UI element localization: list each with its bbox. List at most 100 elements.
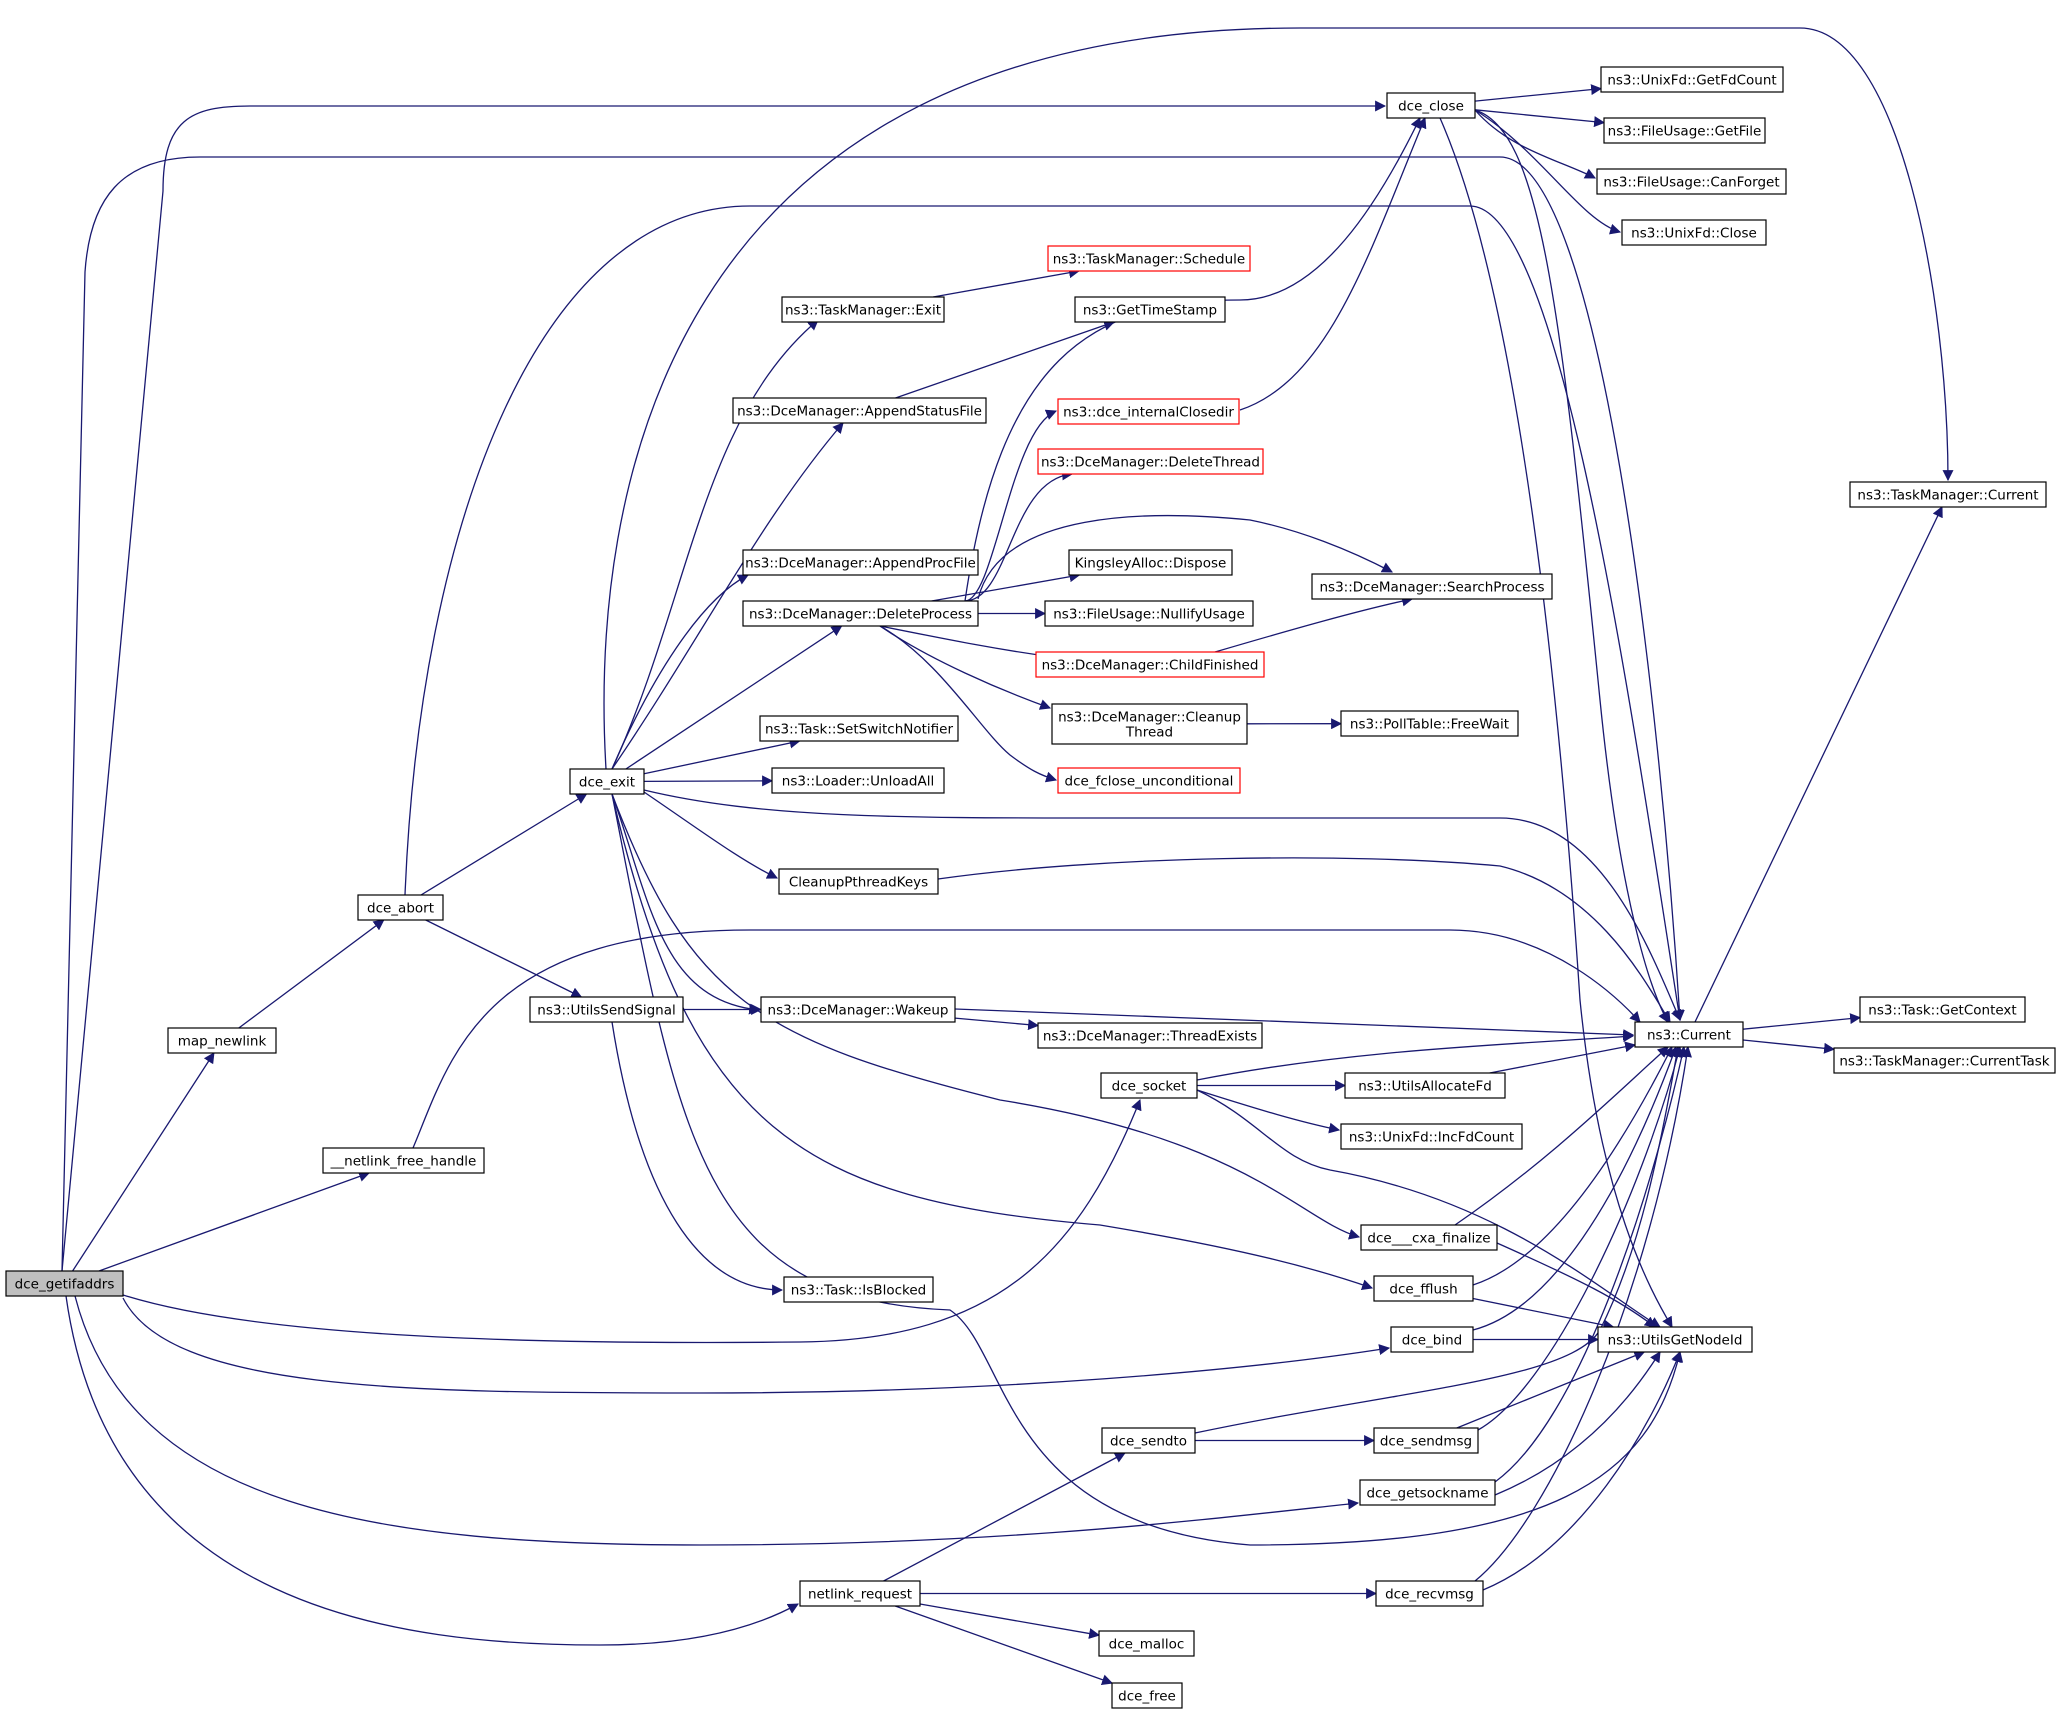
node-kingsley-dispose[interactable]: KingsleyAlloc::Dispose — [1068, 549, 1233, 576]
node-label: dce_sendmsg — [1380, 1434, 1472, 1450]
node-label: dce_bind — [1402, 1333, 1463, 1349]
edge-dm_delete_process-to-dce_close — [964, 117, 1421, 602]
edge-dce_getifaddrs-to-dce_bind — [122, 1297, 1391, 1394]
node-label: ns3::DceManager::DeleteThread — [1041, 455, 1260, 471]
node-netlink-request[interactable]: netlink_request — [799, 1580, 921, 1607]
edge-dce_abort-to-utils_send_signal — [425, 919, 583, 998]
node-label: ns3::TaskManager::Schedule — [1053, 252, 1245, 268]
node-dm-child-finished[interactable]: ns3::DceManager::ChildFinished — [1035, 651, 1265, 678]
node-layer: dce_getifaddrs map_newlink __netlink_free_… — [5, 66, 2056, 1709]
node-dce-sendmsg[interactable]: dce_sendmsg — [1373, 1427, 1479, 1454]
node-box — [1600, 66, 1784, 93]
node-box — [1833, 1047, 2056, 1074]
node-utils-get-node-id[interactable]: ns3::UtilsGetNodeId — [1597, 1326, 1753, 1353]
edge-dce_exit-to-tm_current — [603, 27, 1954, 770]
node-fu-nullify[interactable]: ns3::FileUsage::NullifyUsage — [1044, 600, 1254, 627]
node-tm-schedule[interactable]: ns3::TaskManager::Schedule — [1047, 245, 1251, 272]
node-dce-fclose-uncond[interactable]: dce_fclose_unconditional — [1057, 767, 1241, 794]
node-dm-delete-thread[interactable]: ns3::DceManager::DeleteThread — [1037, 448, 1264, 475]
edge-dce_exit-to-dm_append_status — [611, 422, 844, 770]
edge-netlink_free_handle-to-ns3_current — [412, 929, 1641, 1149]
node-poll-free-wait[interactable]: ns3::PollTable::FreeWait — [1340, 710, 1519, 737]
node-cleanup-pthread-keys[interactable]: CleanupPthreadKeys — [778, 868, 939, 895]
node-dce-getsockname[interactable]: dce_getsockname — [1359, 1479, 1496, 1506]
node-dm-append-status[interactable]: ns3::DceManager::AppendStatusFile — [732, 397, 987, 424]
edge-dce_getsockname-to-utils_get_node_id — [1494, 1351, 1661, 1496]
node-dce-malloc[interactable]: dce_malloc — [1098, 1630, 1195, 1657]
node-box — [1100, 1072, 1198, 1099]
node-dce-recvmsg[interactable]: dce_recvmsg — [1375, 1580, 1484, 1607]
node-dce-internal-closedir[interactable]: ns3::dce_internalClosedir — [1057, 398, 1240, 425]
edge-tm_exit-to-tm_schedule — [932, 267, 1080, 298]
edge-dce_recvmsg-to-ns3_current — [1474, 1045, 1692, 1582]
node-dm-thread-exists[interactable]: ns3::DceManager::ThreadExists — [1037, 1022, 1263, 1049]
node-box — [781, 296, 945, 323]
node-label: ns3::DceManager::ChildFinished — [1042, 658, 1259, 674]
node-label: dce_getifaddrs — [15, 1277, 115, 1293]
edge-ns3_current-to-tm_current — [1694, 506, 1943, 1023]
edge-dce_abort-to-ns3_current — [404, 205, 1684, 1022]
edge-dce_getifaddrs-to-map_newlink — [72, 1052, 215, 1272]
node-box — [1360, 1224, 1498, 1251]
node-map-newlink[interactable]: map_newlink — [167, 1027, 277, 1054]
edge-dce_getifaddrs-to-dce_close — [61, 100, 1387, 1272]
edge-utils_send_signal-to-task_is_blocked — [611, 1021, 784, 1296]
node-dce-fflush[interactable]: dce_fflush — [1373, 1275, 1474, 1302]
node-task-get-context[interactable]: ns3::Task::GetContext — [1859, 996, 2026, 1023]
edge-dce_exit-to-dm_wakeup — [611, 793, 761, 1015]
node-tm-exit[interactable]: ns3::TaskManager::Exit — [781, 296, 945, 323]
edge-dce_getifaddrs-to-dce_getsockname — [74, 1295, 1360, 1546]
edge-ns3_current-to-task_get_context — [1742, 1013, 1862, 1030]
edge-dce_close-to-ns3_current — [1474, 109, 1669, 1023]
node-task-set-switch[interactable]: ns3::Task::SetSwitchNotifier — [759, 715, 959, 742]
node-dce-getifaddrs[interactable]: dce_getifaddrs — [5, 1270, 124, 1297]
node-utils-send-signal[interactable]: ns3::UtilsSendSignal — [529, 996, 684, 1023]
node-unixfd-inc-fd-count[interactable]: ns3::UnixFd::IncFdCount — [1340, 1123, 1523, 1150]
node-dm-delete-process[interactable]: ns3::DceManager::DeleteProcess — [742, 600, 979, 627]
node-dce-abort[interactable]: dce_abort — [357, 894, 444, 921]
node-netlink-free-handle[interactable]: __netlink_free_handle — [322, 1147, 485, 1174]
node-fu-can-forget[interactable]: ns3::FileUsage::CanForget — [1596, 168, 1787, 195]
node-unixfd-get-fd-count[interactable]: ns3::UnixFd::GetFdCount — [1600, 66, 1784, 93]
node-tm-current[interactable]: ns3::TaskManager::Current — [1849, 481, 2047, 508]
node-label: ns3::UtilsAllocateFd — [1358, 1079, 1492, 1095]
node-dce-socket[interactable]: dce_socket — [1100, 1072, 1198, 1099]
node-box — [1311, 573, 1553, 600]
edge-dce_exit-to-dm_append_proc — [611, 574, 749, 770]
node-dce-bind[interactable]: dce_bind — [1390, 1326, 1474, 1353]
node-box — [1375, 1580, 1484, 1607]
node-dm-search-process[interactable]: ns3::DceManager::SearchProcess — [1311, 573, 1553, 600]
node-tm-current-task[interactable]: ns3::TaskManager::CurrentTask — [1833, 1047, 2056, 1074]
node-box — [1344, 1072, 1506, 1099]
node-ns3-current[interactable]: ns3::Current — [1634, 1021, 1744, 1048]
node-dm-wakeup[interactable]: ns3::DceManager::Wakeup — [760, 996, 956, 1023]
node-box — [357, 894, 444, 921]
edge-dce_cxa_finalize-to-utils_get_node_id — [1496, 1242, 1656, 1328]
node-loader-unload-all[interactable]: ns3::Loader::UnloadAll — [771, 767, 945, 794]
edge-dce_exit-to-tm_exit — [611, 319, 819, 770]
edge-dm_wakeup-to-ns3_current — [954, 1008, 1635, 1041]
node-task-is-blocked[interactable]: ns3::Task::IsBlocked — [783, 1276, 934, 1303]
edge-layer — [61, 27, 1954, 1685]
node-label: ns3::DceManager::SearchProcess — [1319, 580, 1544, 596]
node-unixfd-close[interactable]: ns3::UnixFd::Close — [1621, 219, 1767, 246]
node-utils-allocate-fd[interactable]: ns3::UtilsAllocateFd — [1344, 1072, 1506, 1099]
node-dce-close[interactable]: dce_close — [1386, 92, 1476, 119]
node-label: ns3::PollTable::FreeWait — [1350, 717, 1509, 733]
edge-dm_child_finished-to-dm_search_process — [1214, 595, 1414, 653]
node-dm-append-proc[interactable]: ns3::DceManager::AppendProcFile — [742, 549, 979, 576]
node-fu-get-file[interactable]: ns3::FileUsage::GetFile — [1603, 117, 1766, 144]
node-get-time-stamp[interactable]: ns3::GetTimeStamp — [1074, 296, 1226, 323]
node-dce-free[interactable]: dce_free — [1111, 1682, 1183, 1709]
node-dce-sendto[interactable]: dce_sendto — [1101, 1427, 1196, 1454]
node-dce-exit[interactable]: dce_exit — [569, 768, 645, 795]
node-box — [167, 1027, 277, 1054]
edge-dce_socket-to-utils_get_node_id — [1196, 1089, 1661, 1328]
node-label: __netlink_free_handle — [330, 1154, 477, 1170]
node-label: ns3::FileUsage::NullifyUsage — [1053, 607, 1245, 623]
edge-dce_internal_closedir-to-dce_close — [1239, 116, 1427, 411]
node-box — [1596, 168, 1787, 195]
node-dce-cxa-finalize[interactable]: dce___cxa_finalize — [1360, 1224, 1498, 1251]
